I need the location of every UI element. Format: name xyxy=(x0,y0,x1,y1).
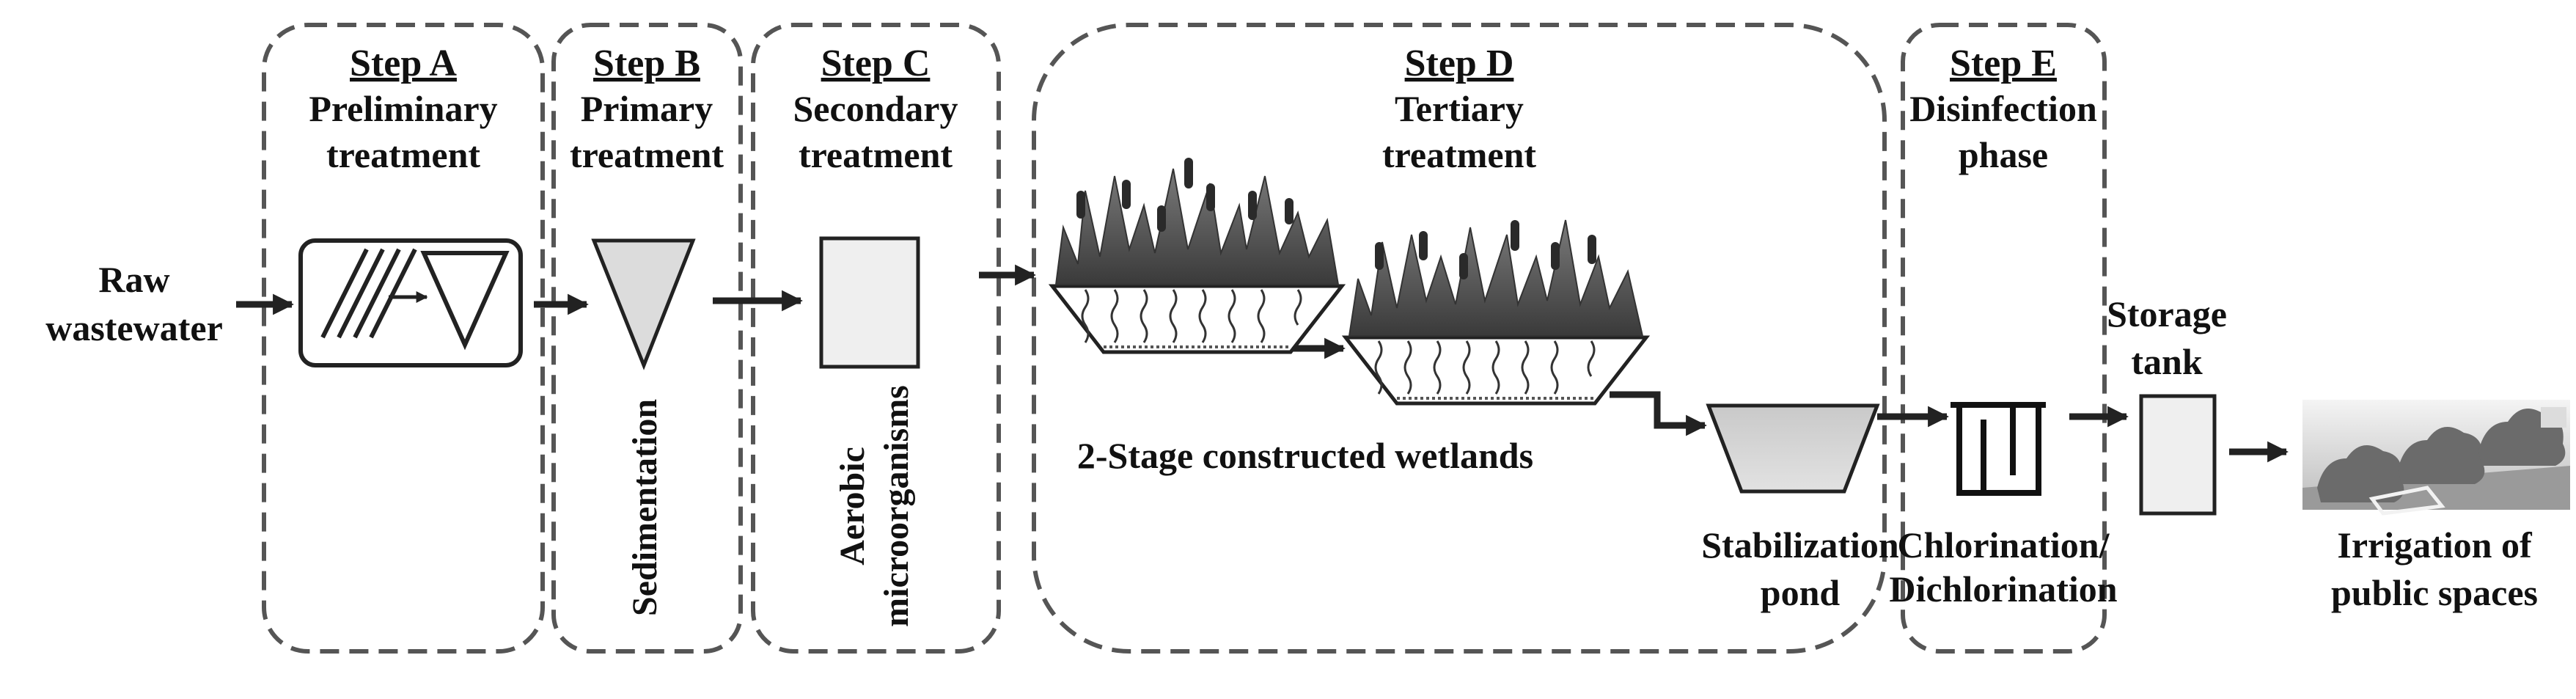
step-e-line1: Disinfection xyxy=(1909,88,2097,129)
step-a-line2: treatment xyxy=(326,134,480,175)
storage-label-line1: Storage xyxy=(2107,293,2227,334)
step-c-line1: Secondary xyxy=(793,88,958,129)
arrow-wetland2-to-pond xyxy=(1610,391,1707,436)
wetland-stage-1-icon xyxy=(1048,158,1346,354)
step-d-heading: Step D xyxy=(1405,43,1514,84)
stabilization-pond-icon xyxy=(1706,403,1880,494)
step-d-heading-group: Step D Tertiary treatment xyxy=(1382,43,1536,175)
chlorination-tank-icon xyxy=(1951,402,2046,496)
step-boxes xyxy=(262,23,2107,654)
raw-wastewater-line1: Raw xyxy=(98,259,169,300)
pond-label-line1: Stabilization xyxy=(1701,524,1899,566)
step-a-heading: Step A xyxy=(350,43,457,84)
aerobic-reactor-icon xyxy=(819,236,920,369)
irrigation-label-line1: Irrigation of xyxy=(2337,524,2533,566)
storage-label-line2: tank xyxy=(2131,341,2202,382)
step-b-line2: treatment xyxy=(570,134,724,175)
step-c-heading-group: Step C Secondary treatment xyxy=(793,43,958,175)
wetlands-label: 2-Stage constructed wetlands xyxy=(1077,435,1533,476)
step-b-heading-group: Step B Primary treatment xyxy=(570,43,724,175)
irrigation-label-line2: public spaces xyxy=(2331,572,2538,613)
step-d-box xyxy=(1032,23,1887,654)
sedimentation-label: Sedimentation xyxy=(625,399,664,616)
step-a-heading-group: Step A Preliminary treatment xyxy=(309,43,497,175)
step-d-line1: Tertiary xyxy=(1395,88,1524,129)
step-e-heading-group: Step E Disinfection phase xyxy=(1909,43,2097,175)
chlorination-label-line1: Chlorination/ xyxy=(1898,524,2110,566)
step-e-line2: phase xyxy=(1959,134,2048,175)
sedimentation-tank-icon xyxy=(591,238,696,370)
step-b-heading: Step B xyxy=(593,43,700,84)
raw-wastewater-line2: wastewater xyxy=(45,307,223,348)
step-c-heading: Step C xyxy=(821,43,931,84)
step-b-line1: Primary xyxy=(581,88,713,129)
storage-tank-icon xyxy=(2139,394,2217,516)
step-a-line1: Preliminary xyxy=(309,88,497,129)
step-b-box xyxy=(551,23,743,654)
chlorination-label-line2: Dichlorination xyxy=(1889,568,2117,610)
step-d-line2: treatment xyxy=(1382,134,1536,175)
step-a-box xyxy=(262,23,545,654)
wetland-stage-2-icon xyxy=(1341,219,1651,406)
screen-grit-chamber-icon xyxy=(298,238,523,367)
flow-arrows xyxy=(236,264,2289,463)
step-c-box xyxy=(751,23,1001,654)
aerobic-label-line1: Aerobic xyxy=(833,447,872,566)
aerobic-label-line2: microorganisms xyxy=(877,385,916,627)
pond-label-line2: pond xyxy=(1761,572,1841,613)
step-c-line2: treatment xyxy=(799,134,953,175)
irrigation-park-image xyxy=(2302,400,2570,516)
step-e-heading: Step E xyxy=(1950,43,2057,84)
step-e-box xyxy=(1901,23,2107,654)
